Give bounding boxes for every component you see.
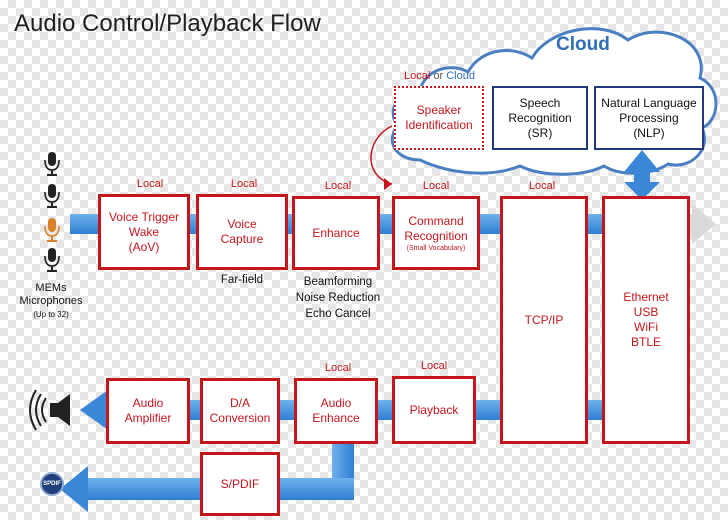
- spdif-box: S/PDIF: [200, 452, 280, 516]
- page-title: Audio Control/Playback Flow: [14, 10, 321, 37]
- microphone-icon: [44, 248, 60, 272]
- microphone-icon: [44, 218, 60, 242]
- tag-playback: Local: [420, 360, 448, 372]
- nlp-box: Natural Language Processing (NLP): [594, 86, 704, 150]
- top-flow-arrowhead: [692, 204, 716, 244]
- tag-audio-enhance: Local: [324, 362, 352, 374]
- speaker-id-curve-arrow: [370, 125, 393, 185]
- microphone-icons: [44, 152, 60, 272]
- enhance-caption: Beamforming Noise Reduction Echo Cancel: [295, 276, 381, 320]
- speaker-identification-box: Speaker Identification: [394, 86, 484, 150]
- tcpip-box: TCP/IP: [500, 196, 588, 444]
- tag-voice-trigger: Local: [136, 178, 164, 190]
- playback-box: Playback: [392, 376, 476, 444]
- speech-recognition-box: Speech Recognition (SR): [492, 86, 588, 150]
- local-or-cloud-tag: Local or Cloud: [404, 70, 475, 82]
- cloud-link-arrow: [624, 150, 660, 200]
- spdif-flow-arrowhead: [60, 466, 88, 512]
- microphones-label: MEMs Microphones (Up to 32): [19, 282, 83, 319]
- voice-capture-caption: Far-field: [220, 274, 264, 286]
- cloud-title: Cloud: [556, 34, 610, 55]
- tag-tcpip: Local: [528, 180, 556, 192]
- enhance-box: Enhance: [292, 196, 380, 270]
- tag-voice-capture: Local: [230, 178, 258, 190]
- microphone-icon: [44, 184, 60, 208]
- spdif-logo-icon: SPDIF: [40, 472, 64, 496]
- speaker-icon: [29, 389, 70, 431]
- microphone-icon: [44, 152, 60, 176]
- tag-enhance: Local: [324, 180, 352, 192]
- tag-command-recognition: Local: [422, 180, 450, 192]
- bottom-flow-arrowhead: [80, 390, 108, 430]
